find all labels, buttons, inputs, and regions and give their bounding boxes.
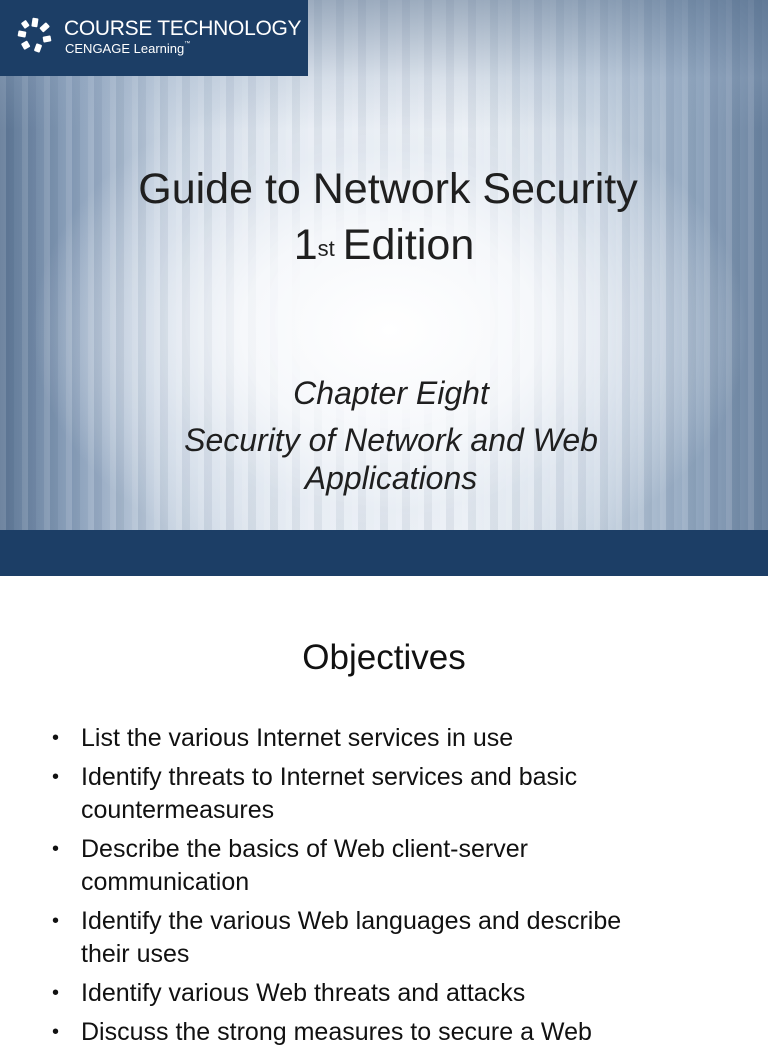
logo-line2: CENGAGE Learning™ xyxy=(65,41,191,56)
objective-text: Identify threats to Internet services an… xyxy=(81,763,578,791)
publisher-logo: COURSE TECHNOLOGY CENGAGE Learning™ xyxy=(0,0,308,76)
objectives-heading: Objectives xyxy=(302,638,466,677)
title-slide-footer-bar xyxy=(0,530,768,576)
bullet-icon: • xyxy=(52,727,60,749)
bullet-icon: • xyxy=(52,910,60,932)
objective-item: • Discuss the strong measures to secure a… xyxy=(50,1016,750,1049)
book-title: Guide to Network Security xyxy=(138,165,638,213)
objective-item: • List the various Internet services in u… xyxy=(50,722,750,755)
bullet-icon: • xyxy=(52,838,60,860)
bullet-icon: • xyxy=(52,1021,60,1043)
bullet-icon: • xyxy=(52,982,60,1004)
chapter-title-line2: Applications xyxy=(304,460,478,496)
chapter-title-line1: Security of Network and Web xyxy=(184,422,598,458)
bullet-icon: • xyxy=(52,766,60,788)
objective-text: Identify the various Web languages and d… xyxy=(81,907,622,935)
objective-text: Discuss the strong measures to secure a … xyxy=(81,1018,592,1046)
objective-item: • Describe the basics of Web client-serve… xyxy=(50,833,750,899)
objective-text: communication xyxy=(81,868,250,896)
objective-text: their uses xyxy=(81,940,190,968)
objective-text: countermeasures xyxy=(81,796,275,824)
objective-text: Describe the basics of Web client-server xyxy=(81,835,528,863)
cengage-logo-icon xyxy=(17,17,52,53)
objective-item: • Identify threats to Internet services a… xyxy=(50,761,750,827)
objective-item: • Identify the various Web languages and … xyxy=(50,905,750,971)
objectives-list: • List the various Internet services in u… xyxy=(50,722,750,1055)
objective-text: Identify various Web threats and attacks xyxy=(81,979,526,1007)
title-slide: COURSE TECHNOLOGY CENGAGE Learning™ Guid… xyxy=(0,0,768,530)
objective-item: • Identify various Web threats and attack… xyxy=(50,977,750,1010)
objective-text: List the various Internet services in us… xyxy=(81,724,514,752)
logo-line1: COURSE TECHNOLOGY xyxy=(64,17,302,40)
chapter-label: Chapter Eight xyxy=(293,375,489,411)
